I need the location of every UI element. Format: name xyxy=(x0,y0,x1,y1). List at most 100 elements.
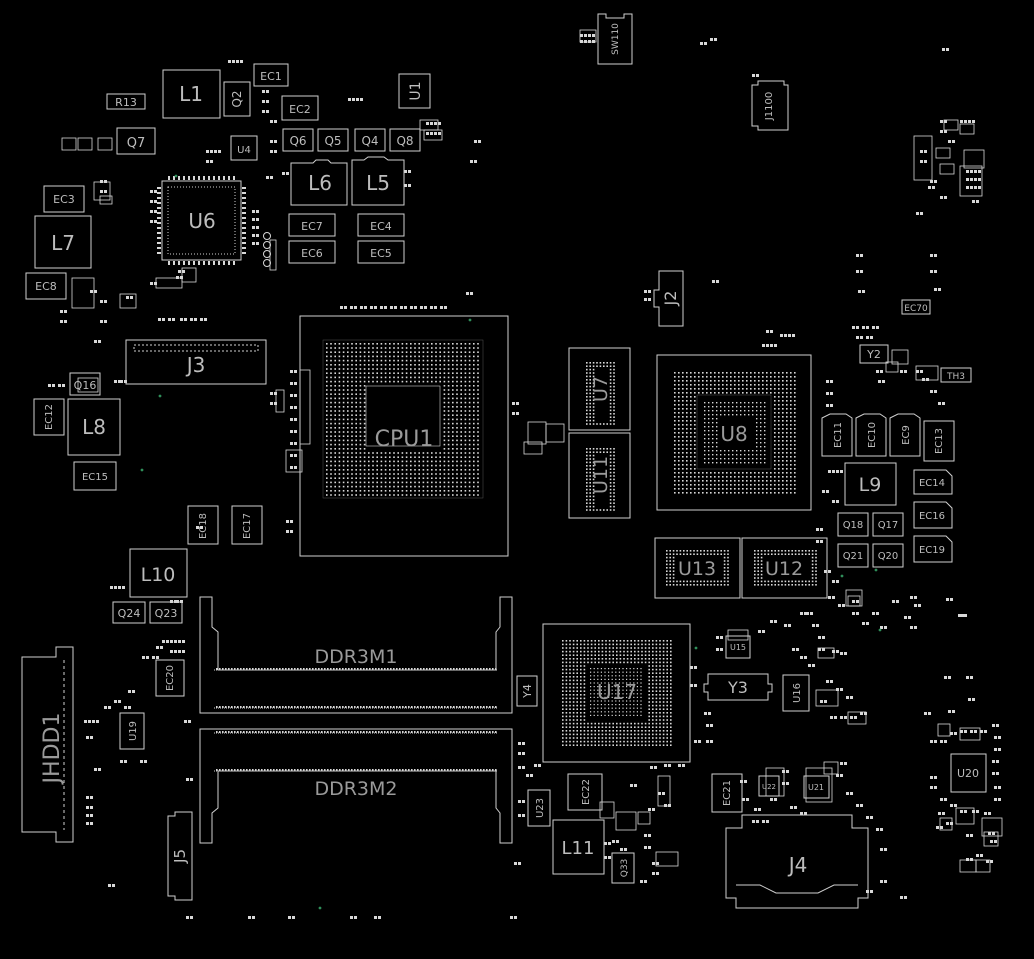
component-q6[interactable]: Q6 xyxy=(282,128,314,152)
component-l6[interactable]: L6 xyxy=(290,159,348,206)
component-y2[interactable]: Y2 xyxy=(859,344,889,364)
component-j2[interactable]: J2 xyxy=(653,270,684,327)
bga-ball xyxy=(338,397,341,400)
component-l7[interactable]: L7 xyxy=(34,215,92,269)
component-q7[interactable]: Q7 xyxy=(116,127,156,155)
bga-ball xyxy=(790,436,792,438)
component-u22[interactable]: U22 xyxy=(758,775,780,797)
component-l1[interactable]: L1 xyxy=(162,69,221,119)
component-u11[interactable]: U11 xyxy=(568,432,631,519)
component-ec21[interactable]: EC21 xyxy=(711,773,743,813)
component-ec12[interactable]: EC12 xyxy=(33,398,65,436)
bga-ball xyxy=(422,460,425,463)
pad xyxy=(946,822,949,825)
component-q33[interactable]: Q33 xyxy=(611,852,635,884)
component-u7[interactable]: U7 xyxy=(568,347,631,431)
component-u17[interactable]: U17 xyxy=(542,623,691,763)
component-l8[interactable]: L8 xyxy=(67,398,121,456)
component-ec15[interactable]: EC15 xyxy=(73,461,117,491)
component-ec11[interactable]: EC11 xyxy=(821,413,853,457)
component-u20[interactable]: U20 xyxy=(950,753,987,793)
component-l11[interactable]: L11 xyxy=(552,819,605,875)
bga-ball xyxy=(572,672,575,674)
component-r13[interactable]: R13 xyxy=(106,93,146,110)
component-ec7[interactable]: EC7 xyxy=(288,213,336,237)
component-q21[interactable]: Q21 xyxy=(837,543,869,568)
bga-ball xyxy=(612,654,614,656)
component-ec13[interactable]: EC13 xyxy=(923,420,955,462)
bga-ball xyxy=(636,707,638,709)
component-jhdd1[interactable]: JHDD1 xyxy=(21,646,74,843)
component-q24[interactable]: Q24 xyxy=(112,601,146,624)
component-q18[interactable]: Q18 xyxy=(837,512,869,537)
component-ec70[interactable]: EC70 xyxy=(901,299,931,315)
bga-ball xyxy=(662,722,665,725)
component-ec20[interactable]: EC20 xyxy=(155,659,185,697)
component-ec16[interactable]: EC16 xyxy=(913,501,953,529)
component-u1[interactable]: U1 xyxy=(398,73,431,109)
component-j4[interactable]: J4 xyxy=(725,814,869,909)
component-u21[interactable]: U21 xyxy=(803,775,830,799)
bga-ball xyxy=(435,372,437,374)
bga-ball xyxy=(326,485,328,488)
bga-ball xyxy=(592,409,595,412)
pad xyxy=(182,650,185,653)
component-u19[interactable]: U19 xyxy=(119,712,145,750)
bga-ball xyxy=(758,388,760,390)
component-u16[interactable]: U16 xyxy=(782,674,810,712)
component-ec1[interactable]: EC1 xyxy=(253,63,289,87)
component-ddr3m2[interactable]: DDR3M2 xyxy=(199,728,513,844)
component-u4[interactable]: U4 xyxy=(230,135,258,161)
dimm-pin xyxy=(420,706,422,708)
component-j3[interactable]: J3 xyxy=(125,339,267,385)
component-ec22[interactable]: EC22 xyxy=(567,773,603,811)
component-ddr3m1[interactable]: DDR3M1 xyxy=(199,596,513,714)
component-q17[interactable]: Q17 xyxy=(872,512,904,537)
component-j1100[interactable]: J1100 xyxy=(751,80,789,131)
component-l10[interactable]: L10 xyxy=(129,548,188,598)
bga-ball xyxy=(722,476,724,478)
component-ec18[interactable]: EC18 xyxy=(187,505,219,545)
component-q23[interactable]: Q23 xyxy=(149,601,183,624)
component-q2[interactable]: Q2 xyxy=(223,81,251,117)
bga-ball xyxy=(717,584,719,586)
component-u15[interactable]: U15 xyxy=(725,635,751,659)
component-u8[interactable]: U8 xyxy=(656,354,812,511)
bga-ball xyxy=(790,448,792,450)
component-q4[interactable]: Q4 xyxy=(354,128,386,152)
pad xyxy=(930,776,933,779)
component-ec9[interactable]: EC9 xyxy=(889,413,921,457)
component-u12[interactable]: U12 xyxy=(741,537,828,599)
component-th3[interactable]: TH3 xyxy=(940,367,972,383)
component-cpu1[interactable]: CPU1 xyxy=(299,315,509,557)
bga-ball xyxy=(380,481,383,484)
component-y4[interactable]: Y4 xyxy=(516,675,538,707)
bga-ball xyxy=(397,347,399,349)
component-ec17[interactable]: EC17 xyxy=(231,505,263,545)
component-y3[interactable]: Y3 xyxy=(703,673,773,701)
component-u23[interactable]: U23 xyxy=(527,789,551,827)
component-ec10[interactable]: EC10 xyxy=(855,413,887,457)
component-ec19[interactable]: EC19 xyxy=(913,535,953,563)
component-sw110[interactable]: SW110 xyxy=(597,13,633,65)
component-l9[interactable]: L9 xyxy=(844,462,897,506)
component-u6[interactable]: U6 xyxy=(161,180,242,261)
component-q16[interactable]: Q16 xyxy=(69,372,101,396)
component-q8[interactable]: Q8 xyxy=(389,128,421,152)
bga-ball xyxy=(583,694,586,696)
component-u13[interactable]: U13 xyxy=(654,537,741,599)
component-ec5[interactable]: EC5 xyxy=(357,240,405,264)
component-ec2[interactable]: EC2 xyxy=(281,95,319,121)
pad xyxy=(270,392,273,395)
component-q5[interactable]: Q5 xyxy=(317,128,349,152)
bga-ball xyxy=(626,658,629,660)
component-l5[interactable]: L5 xyxy=(351,156,405,206)
component-ec8[interactable]: EC8 xyxy=(25,272,67,300)
component-ec3[interactable]: EC3 xyxy=(43,185,85,213)
component-ec4[interactable]: EC4 xyxy=(357,213,405,237)
bga-ball xyxy=(592,454,595,457)
component-ec6[interactable]: EC6 xyxy=(288,240,336,264)
component-j5[interactable]: J5 xyxy=(167,811,193,901)
component-q20[interactable]: Q20 xyxy=(872,543,904,568)
component-ec14[interactable]: EC14 xyxy=(913,469,953,495)
